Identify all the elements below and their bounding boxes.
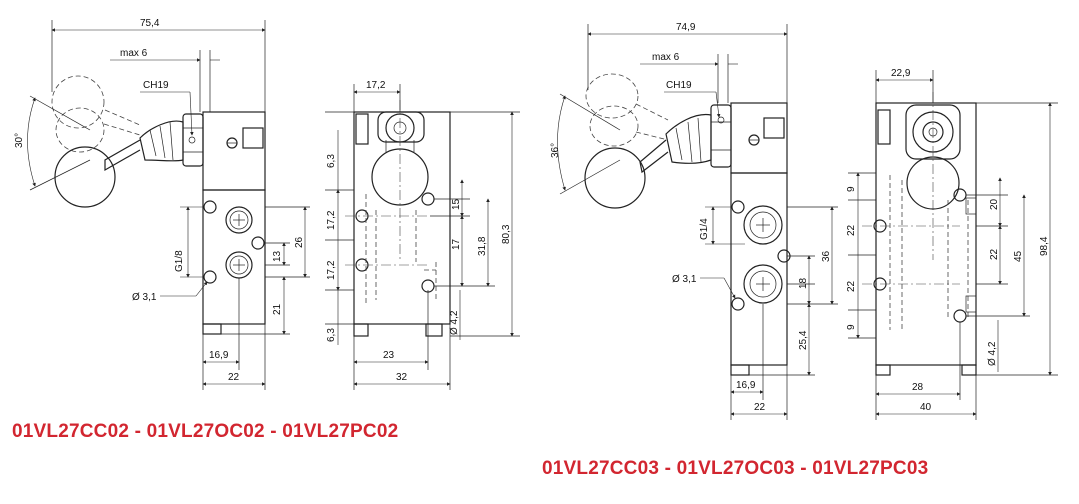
right-front-dim-45: 45 [1013, 250, 1024, 262]
left-dim-13: 13 [272, 250, 283, 262]
right-dim-18: 18 [798, 277, 809, 289]
right-front-dim-9-bottom: 9 [846, 324, 857, 330]
left-front-dim-31-8: 31,8 [477, 236, 488, 256]
left-front-view: 17,2 6,3 17,2 17,2 6,3 15 17 31,8 80,3 Ø… [325, 80, 520, 390]
left-front-dim-32: 32 [396, 372, 408, 383]
right-front-dim-40: 40 [920, 402, 932, 413]
right-front-dim-9-top: 9 [846, 186, 857, 192]
right-front-width-top: 22,9 [891, 68, 911, 79]
left-dim-22: 22 [228, 372, 240, 383]
left-front-dim-15: 15 [451, 198, 462, 210]
right-front-height: 98,4 [1039, 236, 1050, 256]
left-side-view: 30° 75,4 max 6 CH19 G1/8 Ø [14, 18, 310, 390]
left-front-dim-17-2-a: 17,2 [326, 210, 337, 230]
right-front-dim-28: 28 [912, 382, 924, 393]
left-lever-travel: max 6 [120, 48, 148, 59]
right-front-dim-20: 20 [989, 198, 1000, 210]
left-dim-16-9: 16,9 [209, 350, 229, 361]
right-dim-36: 36 [821, 250, 832, 262]
left-dim-21: 21 [272, 303, 283, 315]
right-dim-16-9: 16,9 [736, 380, 756, 391]
left-front-dim-6-3-bottom: 6,3 [326, 328, 337, 342]
right-assembly-caption: 01VL27CC03 - 01VL27OC03 - 01VL27PC03 [542, 458, 929, 479]
right-lever-travel: max 6 [652, 52, 680, 63]
left-angle-label: 30° [14, 133, 25, 148]
right-mount-hole: Ø 3,1 [672, 274, 697, 285]
left-front-width-top: 17,2 [366, 80, 386, 91]
left-front-height: 80,3 [501, 224, 512, 244]
left-overall-width: 75,4 [140, 18, 160, 29]
right-overall-width: 74,9 [676, 22, 696, 33]
right-front-dim-22-c: 22 [989, 248, 1000, 260]
left-dim-26: 26 [294, 236, 305, 248]
left-front-dim-23: 23 [383, 350, 395, 361]
left-assembly-caption: 01VL27CC02 - 01VL27OC02 - 01VL27PC02 [12, 421, 399, 442]
right-front-dim-22-a: 22 [846, 224, 857, 236]
left-mount-hole: Ø 3,1 [132, 292, 157, 303]
right-dim-22: 22 [754, 402, 766, 413]
left-hex-nut: CH19 [143, 80, 169, 91]
left-front-dim-17: 17 [451, 238, 462, 250]
left-front-dim-6-3-top: 6,3 [326, 154, 337, 168]
right-dim-25-4: 25,4 [798, 330, 809, 350]
left-front-dim-17-2-b: 17,2 [326, 260, 337, 280]
right-front-hole-dia: Ø 4,2 [987, 341, 998, 366]
right-front-dim-22-b: 22 [846, 280, 857, 292]
left-front-hole-dia: Ø 4,2 [449, 310, 460, 335]
right-side-view: 36° 74,9 max 6 CH19 G1/4 Ø 3,1 [550, 22, 838, 420]
right-hex-nut: CH19 [666, 80, 692, 91]
right-angle-label: 36° [550, 143, 561, 158]
right-front-view: 22,9 9 22 22 9 20 22 45 98,4 Ø 4,2 28 [846, 68, 1058, 420]
right-port-thread: G1/4 [699, 218, 710, 240]
left-port-thread: G1/8 [174, 250, 185, 272]
